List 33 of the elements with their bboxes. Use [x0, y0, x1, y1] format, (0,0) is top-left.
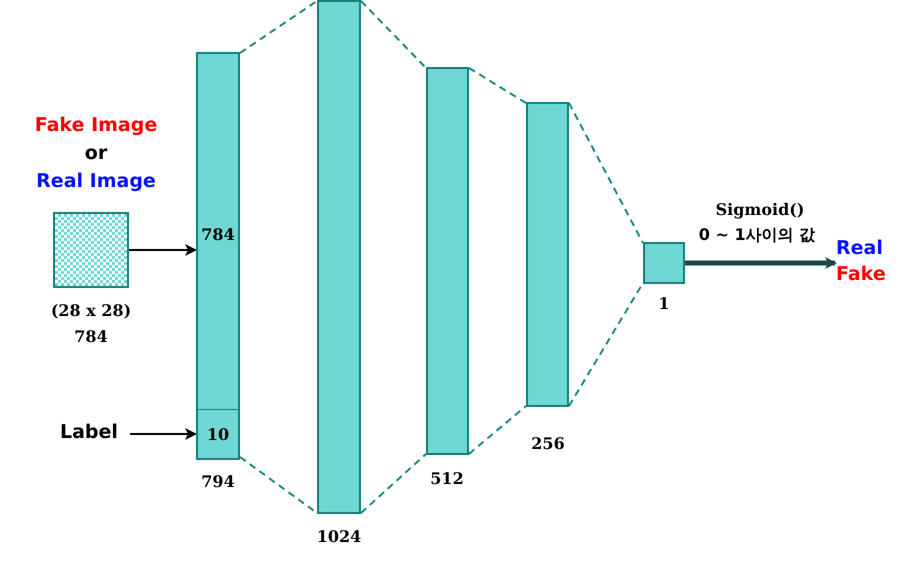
layer-size: 784 — [200, 224, 236, 246]
dashed-connector-line — [239, 0, 318, 54]
node-caption: 794 — [201, 474, 235, 490]
node-caption: Fake Image — [34, 116, 158, 135]
dashed-connector-line — [568, 102, 644, 244]
note-text: 0 ~ 1사이의 값 — [698, 226, 816, 244]
node-caption: or — [84, 144, 108, 163]
checkered-image-box — [53, 212, 129, 288]
layer-bar — [196, 52, 240, 458]
layer-bar — [526, 102, 569, 407]
node-text: Real — [836, 236, 883, 261]
dashed-connector-line — [360, 0, 427, 69]
edge-label: Sigmoid() — [716, 201, 804, 219]
node-caption: 512 — [430, 471, 464, 487]
node-text: Fake — [836, 262, 886, 287]
output-box — [643, 242, 685, 284]
node-text: Label — [60, 420, 118, 445]
node-caption: 256 — [531, 436, 565, 452]
layer-bar — [426, 67, 469, 455]
node-caption: 1 — [658, 296, 670, 312]
layer-size: 10 — [206, 424, 230, 446]
node-caption: 784 — [74, 329, 108, 345]
node-caption: 1024 — [316, 529, 362, 545]
arrow — [129, 244, 197, 256]
layer-bar — [317, 0, 361, 514]
dashed-connector-line — [360, 453, 427, 514]
node-caption: Real Image — [36, 172, 156, 191]
dashed-connector-line — [468, 67, 527, 104]
arrow — [130, 428, 197, 440]
dashed-connector-line — [468, 405, 527, 455]
arrow — [685, 257, 837, 269]
node-caption: (28 x 28) — [50, 303, 132, 319]
label-segment — [196, 409, 240, 460]
